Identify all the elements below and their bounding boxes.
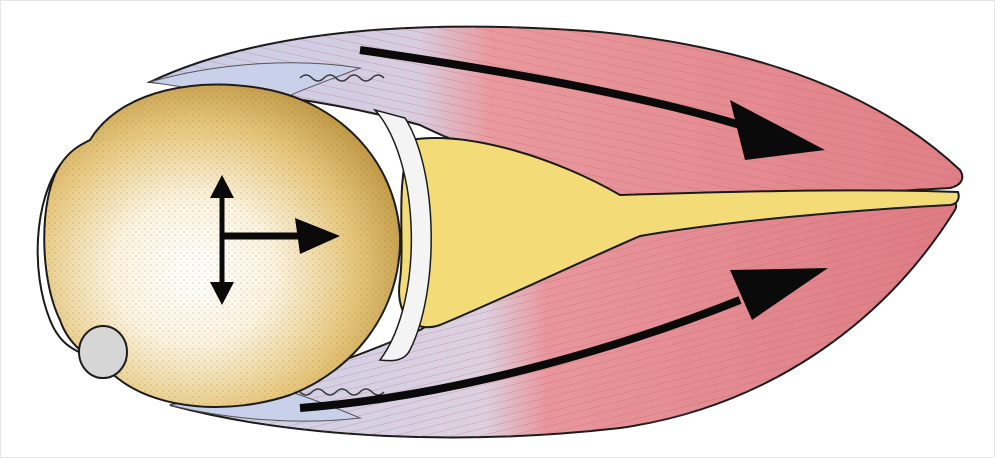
bone-nodule <box>79 326 127 378</box>
